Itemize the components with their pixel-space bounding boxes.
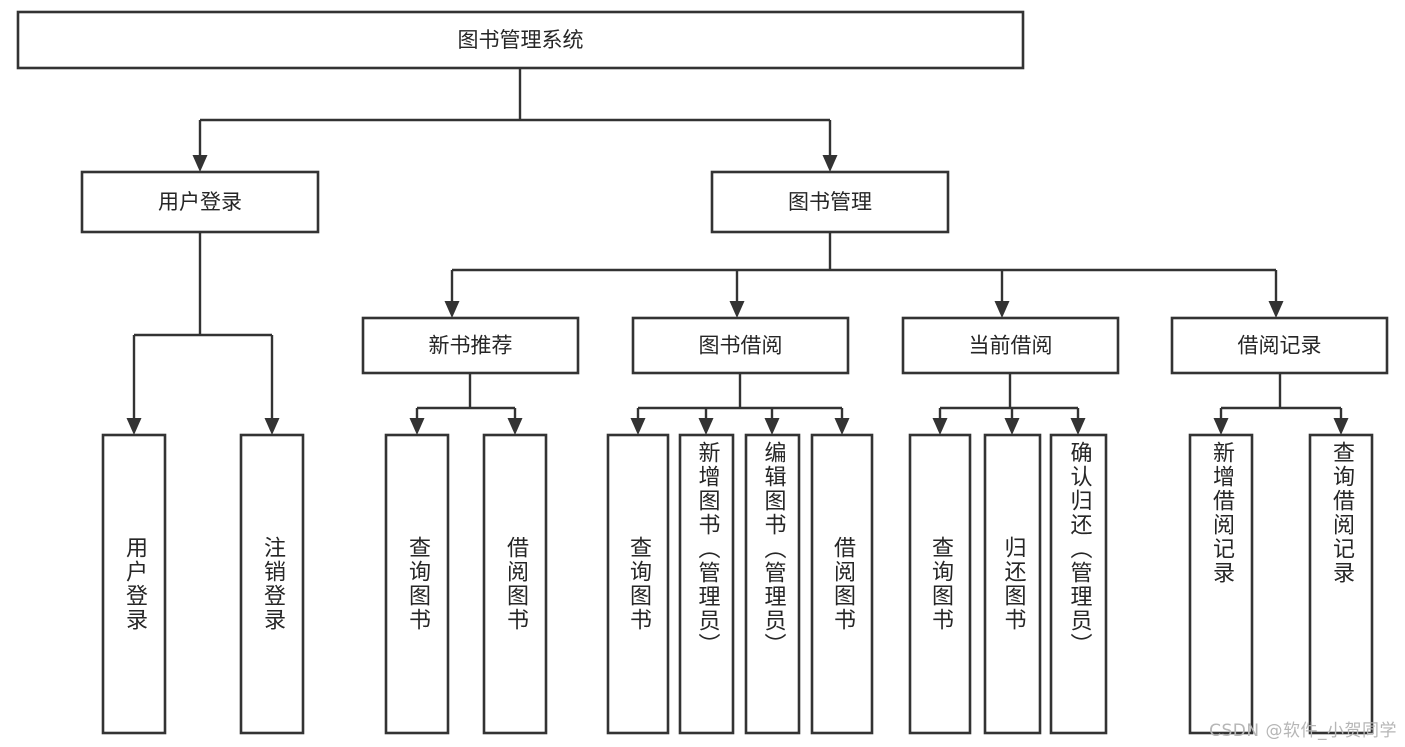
arrow-head-icon-level3-3	[1268, 301, 1284, 318]
arrow-head-icon-level3-2	[994, 301, 1010, 318]
arrow-head-icon-userlogin-0	[126, 418, 142, 435]
leaf-node-leaf-logout-box[interactable]	[239, 433, 305, 735]
leaf-node-leaf-query-book-2-box[interactable]	[606, 433, 670, 735]
leaf-node-leaf-edit-book-box[interactable]	[744, 433, 801, 735]
arrow-head-icon-book-borrow-1	[698, 418, 714, 435]
arrow-head-icon-current-borrow-1	[1004, 418, 1020, 435]
arrow-head-icon-book-borrow-2	[764, 418, 780, 435]
level2-node-book-manage-box[interactable]	[710, 170, 950, 234]
leaf-node-leaf-confirm-return-box[interactable]	[1049, 433, 1108, 735]
level3-node-borrow-record-box[interactable]	[1170, 316, 1389, 375]
arrow-head-icon-level3-0	[444, 301, 460, 318]
leaf-node-leaf-borrow-book-1-box[interactable]	[482, 433, 548, 735]
level3-node-book-borrow-box[interactable]	[631, 316, 850, 375]
leaf-node-leaf-user-login-box[interactable]	[101, 433, 167, 735]
level3-node-current-borrow-label: 当前借阅	[969, 334, 1053, 358]
arrow-head-icon-userlogin-1	[264, 418, 280, 435]
arrow-head-icon-borrow-record-0	[1213, 418, 1229, 435]
root-node-title-box[interactable]	[16, 10, 1025, 70]
leaf-node-leaf-return-book-box[interactable]	[983, 433, 1042, 735]
arrow-head-icon-book-borrow-3	[834, 418, 850, 435]
arrow-head-icon-current-borrow-0	[932, 418, 948, 435]
leaf-node-leaf-borrow-book-2-box[interactable]	[810, 433, 874, 735]
level3-node-borrow-record-label: 借阅记录	[1238, 334, 1322, 358]
level3-node-book-borrow-label: 图书借阅	[699, 334, 783, 358]
root-node-title-label: 图书管理系统	[458, 28, 584, 52]
watermark-credit: CSDN @软件_小贺同学	[1209, 721, 1397, 741]
level2-node-book-manage-label: 图书管理	[788, 190, 872, 214]
leaf-node-leaf-add-book-box[interactable]	[678, 433, 735, 735]
arrow-head-icon-new-book-rec-0	[409, 418, 425, 435]
arrow-head-icon-book-borrow-0	[630, 418, 646, 435]
level2-node-user-login-box[interactable]	[80, 170, 320, 234]
arrow-head-icon-current-borrow-2	[1070, 418, 1086, 435]
leaf-node-leaf-add-record-box[interactable]	[1188, 433, 1254, 735]
leaf-node-leaf-query-record-box[interactable]	[1308, 433, 1374, 735]
level3-node-current-borrow-box[interactable]	[901, 316, 1120, 375]
leaf-node-leaf-query-book-3-box[interactable]	[908, 433, 972, 735]
level2-node-user-login-label: 用户登录	[158, 190, 242, 214]
arrow-head-icon-level2-1	[822, 155, 838, 172]
level3-node-new-book-rec-box[interactable]	[361, 316, 580, 375]
arrow-head-icon-level3-1	[729, 301, 745, 318]
arrow-head-icon-borrow-record-1	[1333, 418, 1349, 435]
arrow-head-icon-level2-0	[192, 155, 208, 172]
level3-node-new-book-rec-label: 新书推荐	[429, 334, 513, 358]
connector-layer	[126, 68, 1349, 435]
arrow-head-icon-new-book-rec-1	[507, 418, 523, 435]
leaf-node-leaf-query-book-1-box[interactable]	[384, 433, 450, 735]
